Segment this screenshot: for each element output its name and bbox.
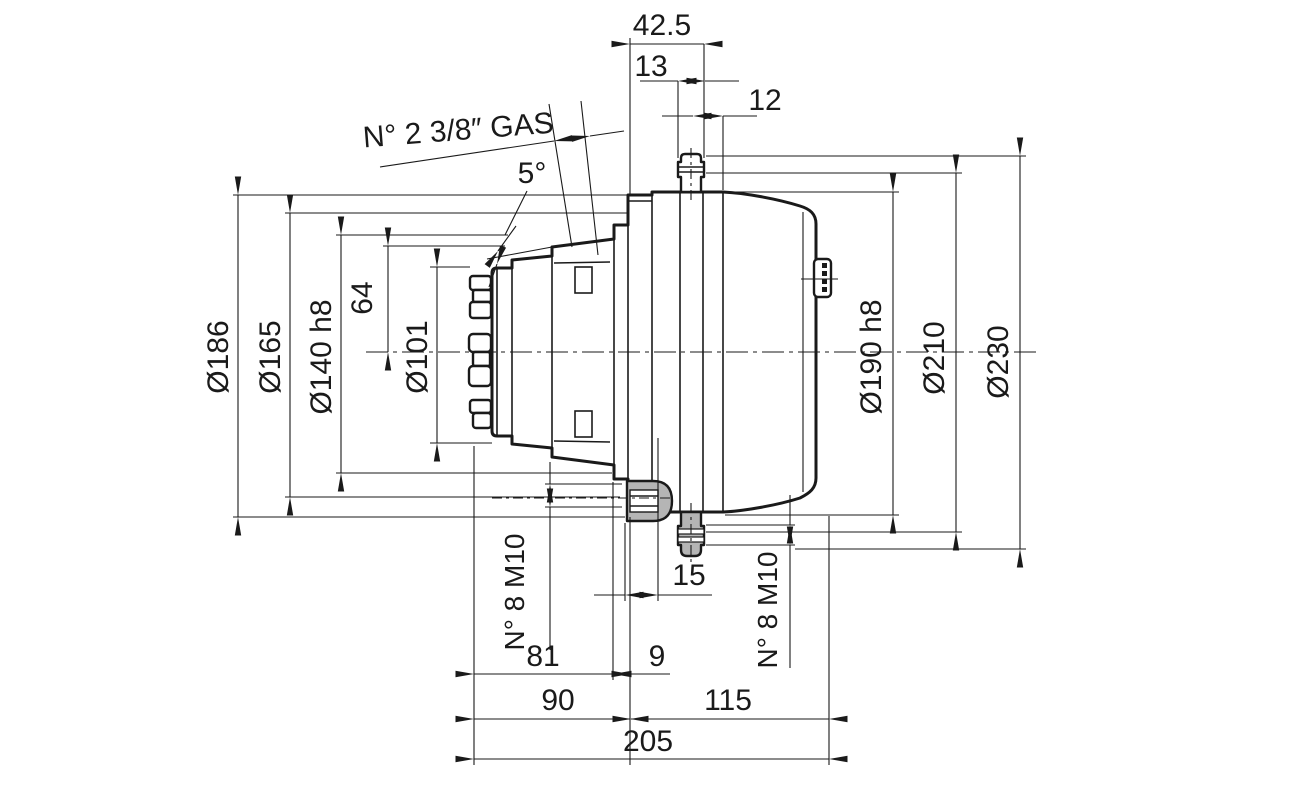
dim-9: 9 bbox=[611, 640, 670, 678]
dim-90: 90 bbox=[455, 684, 649, 723]
dim-d165: Ø165 bbox=[254, 194, 628, 516]
port-fitting-bottom bbox=[468, 398, 493, 415]
dim-label-d140: Ø140 h8 bbox=[305, 299, 338, 414]
dim-13: 13 bbox=[634, 50, 739, 158]
dim-label-205: 205 bbox=[623, 725, 673, 758]
port-fitting-mid bbox=[467, 332, 493, 354]
port-fitting-top bbox=[468, 274, 493, 292]
dim-64: 64 bbox=[346, 227, 505, 371]
dim-label-d190: Ø190 h8 bbox=[855, 299, 888, 414]
dim-label-15: 15 bbox=[672, 559, 705, 592]
dim-12: 12 bbox=[662, 84, 782, 190]
taper-angle-label: 5° bbox=[518, 157, 547, 190]
left-port-fittings bbox=[467, 274, 493, 430]
gas-port-bottom bbox=[574, 410, 593, 438]
dim-label-d210: Ø210 bbox=[918, 321, 951, 394]
dim-label-42-5: 42.5 bbox=[633, 9, 691, 42]
dim-label-115: 115 bbox=[704, 684, 752, 717]
callout-bolts-right: N° 8 M10 bbox=[706, 495, 795, 669]
center-lines bbox=[366, 148, 1040, 564]
drain-plug bbox=[801, 257, 838, 299]
dim-label-64: 64 bbox=[346, 281, 379, 314]
callout-gas-ports: N° 2 3/8″ GAS bbox=[362, 100, 625, 256]
dim-15: 15 bbox=[594, 438, 712, 601]
dim-115: 115 bbox=[612, 516, 848, 765]
port-fitting-bottom bbox=[471, 411, 493, 430]
port-fitting-mid bbox=[471, 350, 492, 368]
dim-d230: Ø230 bbox=[706, 137, 1026, 568]
dim-label-d230: Ø230 bbox=[982, 325, 1015, 398]
dim-205: 205 bbox=[455, 725, 848, 763]
bolt-spec-left-label: N° 8 M10 bbox=[499, 533, 530, 650]
flange-bolt bbox=[625, 479, 674, 523]
dim-d101: Ø101 bbox=[401, 248, 492, 462]
gas-ports-label: N° 2 3/8″ GAS bbox=[362, 107, 555, 155]
port-fitting-mid bbox=[467, 364, 493, 388]
dim-label-d165: Ø165 bbox=[254, 320, 287, 393]
dim-label-90: 90 bbox=[541, 684, 574, 717]
port-fitting-top bbox=[468, 300, 493, 320]
dim-label-d186: Ø186 bbox=[202, 320, 235, 393]
dim-label-d101: Ø101 bbox=[401, 320, 434, 393]
callout-bolts-left: N° 8 M10 bbox=[499, 462, 622, 651]
dim-d210: Ø210 bbox=[706, 154, 962, 551]
dim-label-12: 12 bbox=[748, 84, 781, 117]
dim-label-9: 9 bbox=[649, 640, 666, 673]
dim-label-13: 13 bbox=[634, 50, 667, 83]
dim-d190: Ø190 h8 bbox=[725, 173, 899, 534]
port-fitting-top bbox=[471, 288, 493, 304]
gas-port-top bbox=[574, 266, 593, 294]
dim-81: 81 bbox=[455, 446, 632, 765]
dim-42-5: 42.5 bbox=[611, 9, 723, 765]
dim-label-81: 81 bbox=[526, 640, 559, 673]
dim-d186: Ø186 bbox=[202, 176, 628, 536]
bolt-spec-right-label: N° 8 M10 bbox=[752, 551, 783, 668]
